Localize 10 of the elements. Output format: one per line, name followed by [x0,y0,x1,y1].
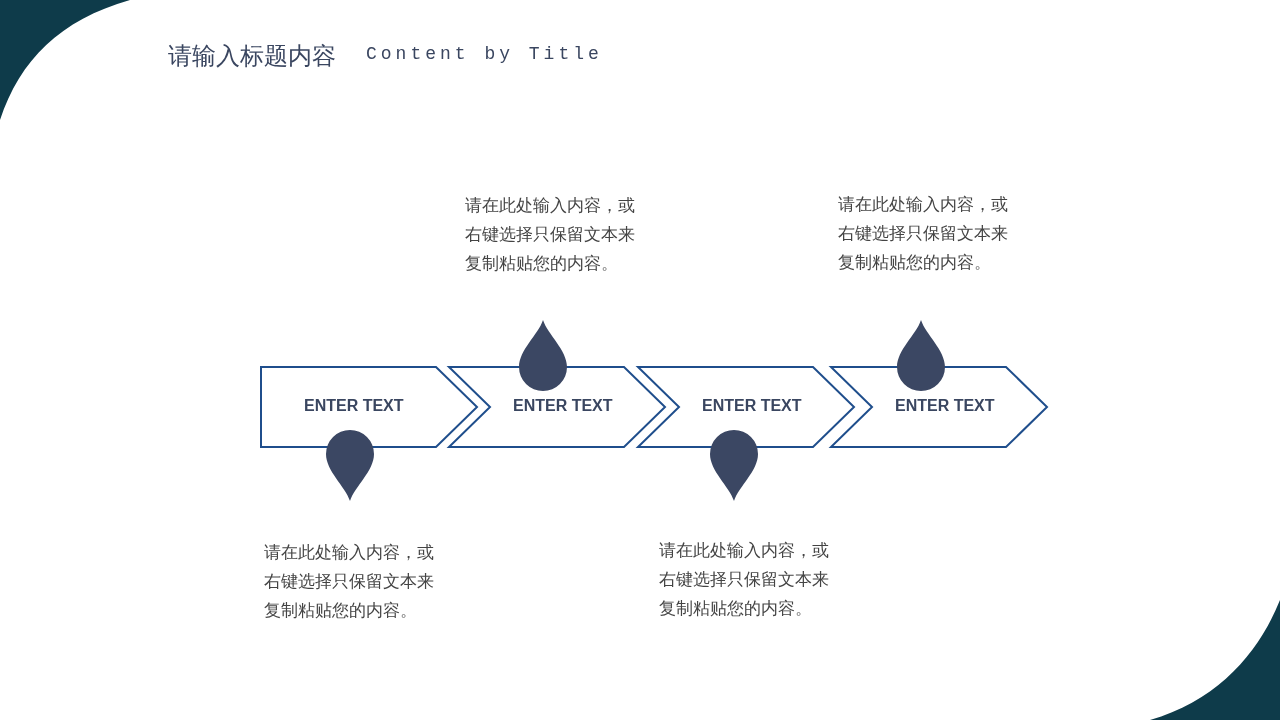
description-text: 请在此处输入内容，或右键选择只保留文本来复制粘贴您的内容。 [465,194,636,275]
step-label: ENTER TEXT [702,397,802,415]
title: 请输入标题内容 [168,41,336,72]
description-text: 请在此处输入内容，或右键选择只保留文本来复制粘贴您的内容。 [838,193,1009,274]
description-text: 请在此处输入内容，或右键选择只保留文本来复制粘贴您的内容。 [659,539,830,620]
step-label: ENTER TEXT [895,397,995,415]
subtitle: Content by Title [366,44,603,64]
step-label: ENTER TEXT [304,397,404,415]
description-text: 请在此处输入内容，或右键选择只保留文本来复制粘贴您的内容。 [264,541,435,622]
step-label: ENTER TEXT [513,397,613,415]
